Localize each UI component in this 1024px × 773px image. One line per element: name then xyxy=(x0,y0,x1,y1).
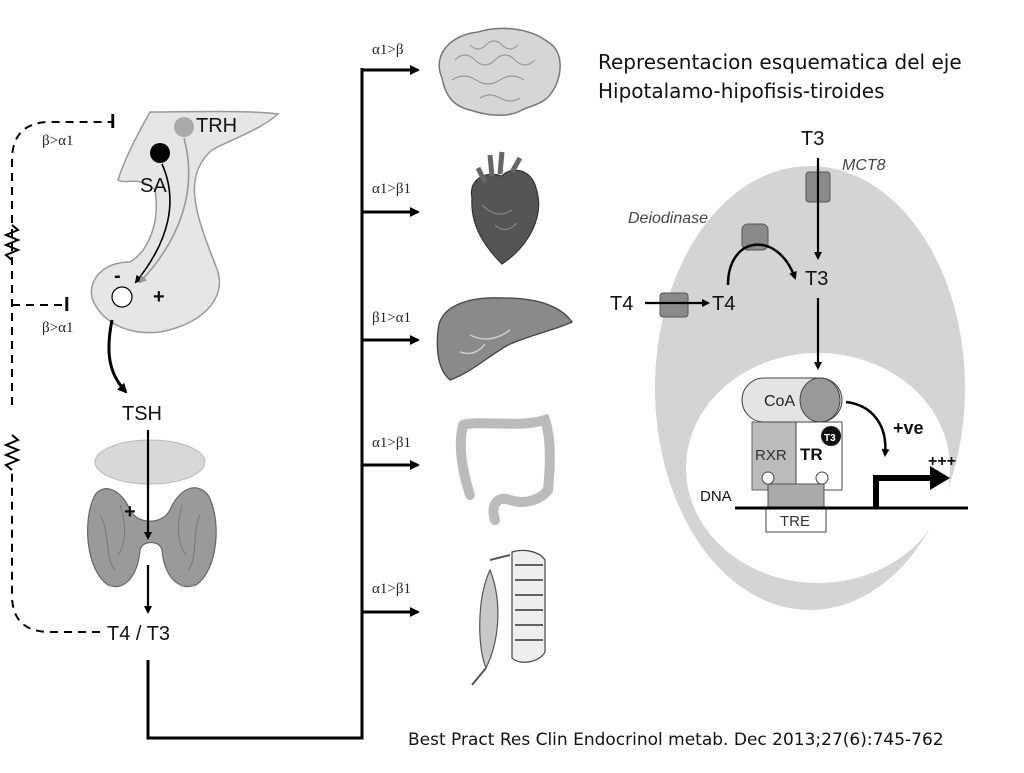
mct8-label: MCT8 xyxy=(842,157,886,174)
muscle-skeleton-icon xyxy=(471,549,546,686)
plus-sign: + xyxy=(153,286,165,308)
negative-feedback xyxy=(3,121,112,633)
tre-box xyxy=(765,507,827,533)
thyroid-gland: + xyxy=(87,430,217,614)
sa-label: SA xyxy=(140,175,167,197)
tr-dna-contact xyxy=(815,471,829,485)
receptor-label-muscle: α1>β1 xyxy=(372,581,411,597)
transcription-start-arrow xyxy=(873,475,932,508)
target-cell: T3 MCT8 Deiodinase T4 T4 T3 CoA RXR TR T… xyxy=(610,128,968,610)
feedback-top-bar: I xyxy=(110,111,116,133)
receptor-label-intestine: α1>β1 xyxy=(372,435,411,451)
dna-label: DNA xyxy=(700,488,732,505)
t4-transporter-icon xyxy=(659,292,689,318)
brain-icon xyxy=(438,27,561,116)
receptor-label-brain: α1>β xyxy=(372,42,403,58)
title-line-1: Representacion esquematica del eje xyxy=(598,50,962,74)
feedback-mid-label: β>α1 xyxy=(42,320,73,336)
trh-to-pituitary-arrow xyxy=(138,137,190,284)
figure-title: Representacion esquematica del eje Hipot… xyxy=(598,48,962,106)
t4-intracellular-label: T4 xyxy=(712,293,735,315)
tre-label: TRE xyxy=(780,513,810,530)
t3-bound-badge-label: T3 xyxy=(824,433,836,444)
hypothalamus-pituitary: TRH SA - + xyxy=(90,110,280,394)
sa-neuron-icon xyxy=(150,143,170,163)
positive-regulation-label: +ve xyxy=(893,418,924,438)
deiodinase-label: Deiodinase xyxy=(628,210,708,227)
tsh-label: TSH xyxy=(122,403,162,425)
rxr-dna-contact xyxy=(761,471,775,485)
title-line-2: Hipotalamo-hipofisis-tiroides xyxy=(598,79,885,103)
rxr-label: RXR xyxy=(755,447,787,464)
trh-neuron-icon xyxy=(174,117,194,137)
deiodination-arrow xyxy=(726,243,797,286)
transcription-arrowhead xyxy=(930,466,950,490)
receptor-label-heart: α1>β1 xyxy=(372,181,411,197)
rxr-receptor-icon xyxy=(751,421,799,491)
distribution-lines xyxy=(146,65,420,740)
t3-intracellular-label: T3 xyxy=(805,268,828,290)
receptor-label-liver: β1>α1 xyxy=(372,310,411,326)
minus-sign: - xyxy=(114,265,121,287)
t4-extracellular-label: T4 xyxy=(610,293,633,315)
feedback-zigzag-lower xyxy=(3,434,21,471)
deiodinase-enzyme-icon xyxy=(741,223,769,251)
tr-label: TR xyxy=(800,445,823,464)
thyrotroph-cell-icon xyxy=(111,286,133,308)
trh-label: TRH xyxy=(196,115,237,137)
coa-label: CoA xyxy=(764,393,795,410)
feedback-lower-line xyxy=(11,470,100,633)
thyroid-texture xyxy=(99,504,201,571)
transcription-level-label: +++ xyxy=(928,453,956,470)
heart-icon xyxy=(470,151,540,265)
feedback-zigzag-upper xyxy=(3,224,21,261)
intestine-icon xyxy=(455,413,555,525)
larynx-shape xyxy=(94,439,206,485)
t4-t3-label: T4 / T3 xyxy=(107,623,170,645)
t3-extracellular-label: T3 xyxy=(801,128,824,150)
feedback-upper-line xyxy=(11,121,112,405)
trunk-line xyxy=(146,68,364,740)
pituitary-to-tsh-arrow xyxy=(107,319,128,394)
liver-icon xyxy=(436,297,573,381)
sa-to-pituitary-arrow xyxy=(134,163,171,284)
t3-bound-badge-icon xyxy=(821,426,841,446)
dna-binding-domain xyxy=(767,483,825,511)
feedback-mid-bar: I xyxy=(64,294,70,316)
coactivator-end-cap xyxy=(799,377,841,423)
feedback-top-label: β>α1 xyxy=(42,133,73,149)
thyroid-plus-sign: + xyxy=(124,501,136,523)
citation: Best Pract Res Clin Endocrinol metab. De… xyxy=(408,730,944,750)
activation-arrow xyxy=(845,400,890,457)
